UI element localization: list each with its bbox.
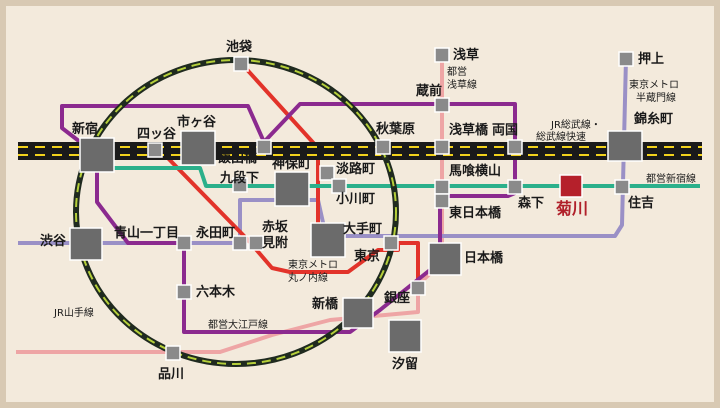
label-asakusabashi: 浅草橋 — [449, 122, 489, 138]
station-nagatacho[interactable] — [232, 235, 248, 251]
station-shimbashi[interactable] — [342, 297, 374, 329]
label-kinshicho: 錦糸町 — [634, 111, 673, 127]
label-bakuroyokoyama: 馬喰横山 — [449, 163, 501, 179]
label-ichigaya: 市ヶ谷 — [177, 114, 217, 130]
station-iidabashi[interactable] — [256, 139, 272, 155]
station-akihabara[interactable] — [375, 139, 391, 155]
label-morishita: 森下 — [518, 195, 544, 211]
label-roppongi: 六本木 — [196, 284, 236, 300]
label-marunouchi-1: 東京メトロ — [288, 258, 338, 271]
station-jimbocho[interactable] — [274, 171, 310, 207]
label-yotsuya: 四ッ谷 — [137, 126, 177, 142]
label-shinagawa: 品川 — [158, 367, 184, 382]
station-kudanshita[interactable] — [232, 177, 248, 193]
label-oshiage: 押上 — [638, 51, 664, 67]
station-kikukawa-highlight[interactable] — [559, 174, 583, 198]
station-tokyo[interactable] — [383, 235, 399, 251]
station-ikebukuro[interactable] — [233, 56, 249, 72]
station-markers-major — [69, 130, 643, 353]
label-higashinihombashi: 東日本橋 — [449, 205, 502, 221]
label-hanzomon-1: 東京メトロ — [629, 78, 679, 91]
label-kikukawa: 菊川 — [556, 199, 588, 218]
label-kudanshita: 九段下 — [219, 170, 259, 186]
toei-oedo-line — [60, 102, 517, 334]
label-aoyamaicchome: 青山一丁目 — [114, 225, 179, 241]
station-shiodome[interactable] — [388, 319, 422, 353]
station-nihombashi[interactable] — [428, 242, 462, 276]
label-toei-shinjuku: 都営新宿線 — [646, 172, 696, 185]
station-kinshicho[interactable] — [607, 130, 643, 162]
label-akihabara: 秋葉原 — [376, 121, 415, 137]
station-aoyamaicchome[interactable] — [176, 235, 192, 251]
label-shibuya: 渋谷 — [40, 233, 67, 249]
label-jr-sobu-1: JR総武線・ — [550, 118, 601, 131]
toei-shinjuku-line — [113, 166, 700, 188]
station-labels: 池袋 新宿 四ッ谷 市ヶ谷 飯田橋 九段下 神保町 淡路町 小川町 秋葉原 蔵前… — [40, 39, 673, 382]
station-oshiage[interactable] — [618, 51, 634, 67]
label-ikebukuro: 池袋 — [226, 39, 253, 55]
label-otemachi: 大手町 — [343, 221, 382, 237]
label-jr-sobu-2: 総武線快速 — [536, 130, 586, 143]
station-asakusabashi[interactable] — [434, 139, 450, 155]
label-shiodome: 汐留 — [392, 356, 418, 372]
line-labels: JR山手線 都営 浅草線 東京メトロ 半蔵門線 JR総武線・ 総武線快速 都営新… — [53, 65, 696, 331]
label-hanzomon-2: 半蔵門線 — [636, 91, 676, 104]
label-ginza: 銀座 — [384, 290, 410, 306]
label-awajicho: 淡路町 — [336, 161, 375, 177]
station-ryogoku[interactable] — [507, 139, 523, 155]
label-kuramae: 蔵前 — [416, 83, 442, 99]
station-otemachi[interactable] — [310, 222, 346, 258]
label-toei-asakusa-1: 都営 — [447, 65, 467, 78]
station-roppongi[interactable] — [176, 284, 192, 300]
station-morishita[interactable] — [507, 179, 523, 195]
label-akasakamitsuke-2: 見附 — [261, 235, 288, 251]
station-asakusa[interactable] — [434, 47, 450, 63]
label-shimbashi: 新橋 — [312, 296, 339, 312]
station-shinjuku[interactable] — [79, 137, 115, 173]
station-shibuya[interactable] — [69, 227, 103, 261]
label-iidabashi: 飯田橋 — [217, 150, 258, 166]
station-ogawamachi[interactable] — [331, 178, 347, 194]
station-awajicho[interactable] — [319, 165, 335, 181]
label-nihombashi: 日本橋 — [464, 250, 504, 266]
label-yamanote: JR山手線 — [53, 306, 94, 319]
station-markers-minor — [147, 47, 634, 361]
label-jimbocho: 神保町 — [272, 156, 311, 172]
map-background — [6, 6, 714, 402]
station-ichigaya[interactable] — [180, 130, 216, 166]
station-shinagawa[interactable] — [165, 345, 181, 361]
jr-sobu-line — [18, 142, 702, 160]
station-higashinihombashi[interactable] — [434, 193, 450, 209]
label-toei-oedo: 都営大江戸線 — [208, 318, 268, 331]
label-asakusa: 浅草 — [453, 47, 479, 63]
station-akasakamitsuke[interactable] — [248, 235, 264, 251]
label-ogawamachi: 小川町 — [336, 192, 375, 207]
station-bakuroyokoyama[interactable] — [434, 179, 450, 195]
label-ryogoku: 両国 — [492, 123, 518, 138]
label-akasakamitsuke-1: 赤坂 — [262, 219, 289, 235]
station-yotsuya[interactable] — [147, 142, 163, 158]
label-toei-asakusa-2: 浅草線 — [447, 78, 477, 91]
station-kuramae[interactable] — [434, 97, 450, 113]
label-sumiyoshi: 住吉 — [628, 195, 654, 211]
label-shinjuku: 新宿 — [72, 121, 98, 137]
station-sumiyoshi[interactable] — [614, 179, 630, 195]
station-ginza[interactable] — [410, 280, 426, 296]
label-tokyo: 東京 — [354, 248, 380, 264]
label-marunouchi-2: 丸ノ内線 — [288, 271, 328, 284]
label-nagatacho: 永田町 — [195, 225, 235, 241]
